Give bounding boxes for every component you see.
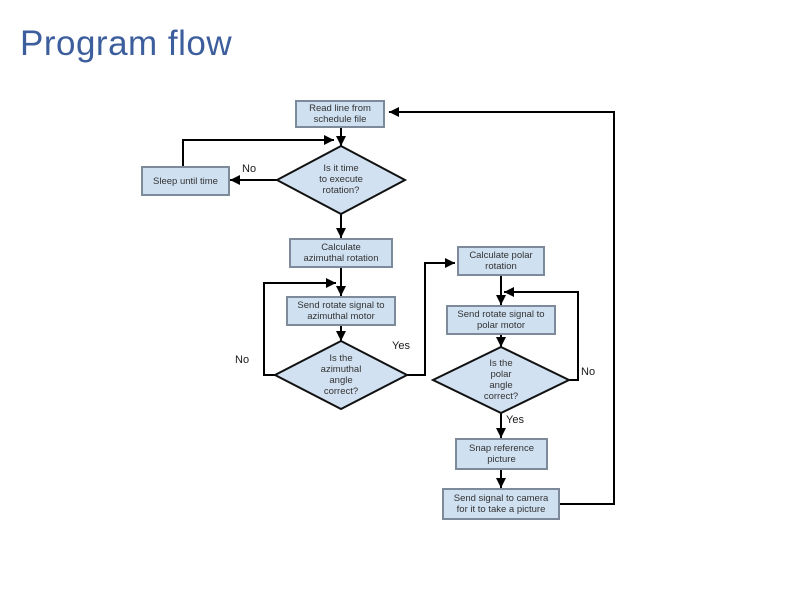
node-calculate-azimuthal-rotation: Calculate azimuthal rotation (289, 238, 393, 268)
decision-polar-check-shape (430, 345, 572, 415)
decision-time-check-label: Is it time to execute rotation? (319, 163, 363, 196)
node-send-rotate-signal-azimuthal: Send rotate signal to azimuthal motor (286, 296, 396, 326)
edge-label-azimuthal-no: No (235, 354, 250, 366)
page-title: Program flow (20, 24, 233, 63)
node-send-signal-to-camera: Send signal to camera for it to take a p… (442, 488, 560, 520)
edge-sleep-loop (182, 135, 334, 166)
node-read-line: Read line from schedule file (295, 100, 385, 128)
edge-camera-feedback-to-readline (389, 107, 615, 505)
edge-label-polar-yes: Yes (506, 414, 524, 426)
node-calculate-polar-rotation: Calculate polar rotation (457, 246, 545, 276)
node-sleep-until-time: Sleep until time (141, 166, 230, 196)
edge-label-time-no: No (242, 163, 257, 175)
node-snap-reference-picture: Snap reference picture (455, 438, 548, 470)
decision-azimuthal-check-label: Is the azimuthal angle correct? (320, 353, 362, 397)
edge-label-polar-no: No (581, 366, 596, 378)
edge-azimuthal-no-loop (263, 278, 336, 376)
edge-polar-no-loop (504, 287, 579, 381)
edge-azimuthal-yes-to-calcpolar (407, 258, 455, 376)
decision-polar-check-label: Is the polar angle correct? (483, 358, 519, 402)
edge-label-azimuthal-yes: Yes (392, 340, 410, 352)
decision-azimuthal-check-shape (272, 339, 410, 411)
decision-time-check-shape (274, 144, 408, 216)
node-send-rotate-signal-polar: Send rotate signal to polar motor (446, 305, 556, 335)
